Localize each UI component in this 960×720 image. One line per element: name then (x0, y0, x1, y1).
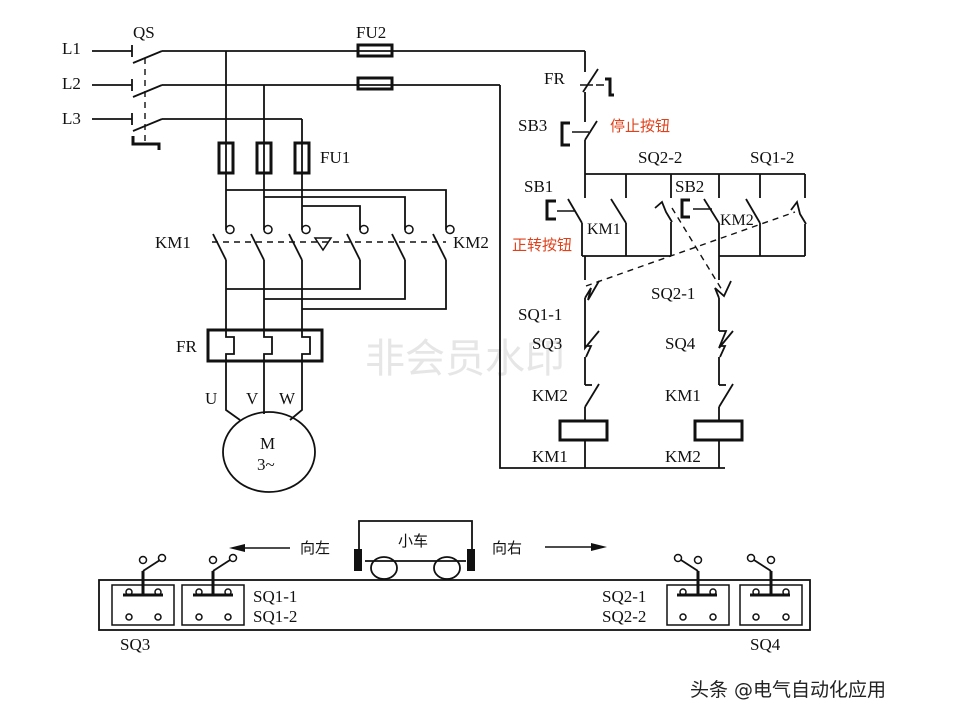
fuse-fu2-top (356, 43, 394, 58)
fuse-fu2-label: FU2 (356, 23, 386, 42)
aux-contact-km1 (610, 198, 627, 256)
limit-switch-sq4 (718, 330, 734, 358)
fuse-fu1-label: FU1 (320, 148, 350, 167)
contactor-km1-label: KM1 (155, 233, 191, 252)
fuse-fu1 (217, 141, 311, 175)
interlock-contact-km1 (718, 383, 734, 408)
limit-switch-sq2-2 (654, 200, 673, 256)
line-label-l3: L3 (62, 109, 81, 128)
direction-right-label: 向右 (492, 539, 522, 557)
aux-contact-km2 (745, 198, 761, 256)
rail (98, 579, 811, 631)
fuse-fu2-bottom (356, 76, 394, 91)
mechanical-interlock-icon (313, 237, 333, 252)
contactor-km2-main (346, 224, 455, 261)
coil-km2-label: KM2 (665, 447, 701, 466)
terminal-u: U (205, 389, 217, 408)
overload-contact-fr (580, 68, 614, 97)
line-label-l1: L1 (62, 39, 81, 58)
terminal-v: V (246, 389, 259, 408)
direction-left-label: 向左 (300, 539, 330, 557)
limit-switch-box-sq4 (739, 553, 803, 626)
contactor-km1-main (212, 224, 311, 261)
limit-switch-sq1-2 (790, 199, 807, 256)
terminal-w: W (279, 389, 296, 408)
overload-contact-label: FR (544, 69, 565, 88)
aux-contact-km1-label: KM1 (587, 221, 621, 238)
arrow-left-icon (229, 544, 245, 552)
layout-sq3-label: SQ3 (120, 635, 150, 654)
reverse-button-label: SB2 (675, 177, 704, 196)
limit-sq2-2-label: SQ2-2 (638, 148, 682, 167)
interlock-contact-km2 (584, 383, 600, 408)
reverse-button-sb2 (680, 198, 720, 256)
line-label-l2: L2 (62, 74, 81, 93)
power-circuit: L1 L2 L3 QS (62, 23, 585, 493)
forward-button-label: SB1 (524, 177, 553, 196)
stop-button-sb3 (560, 120, 598, 147)
interlock-km2-label: KM2 (532, 386, 568, 405)
forward-button-sb1 (545, 198, 583, 256)
brand-credit: 头条 @电气自动化应用 (690, 679, 886, 701)
coil-km1 (558, 419, 609, 442)
motor-label: M (260, 434, 275, 453)
coil-km2 (693, 419, 744, 442)
main-switch-label: QS (133, 23, 155, 42)
motor-phase: 3~ (257, 455, 275, 474)
layout-sq4-label: SQ4 (750, 635, 781, 654)
limit-sq1-2-label: SQ1-2 (750, 148, 794, 167)
interlock-km1-label: KM1 (665, 386, 701, 405)
limit-sq4-label: SQ4 (665, 334, 696, 353)
thermal-relay-label: FR (176, 337, 197, 356)
contactor-km2-label: KM2 (453, 233, 489, 252)
watermark-text: 非会员水印 (365, 336, 565, 382)
layout-sq1-1-label: SQ1-1 (253, 587, 297, 606)
limit-switch-sq1-1 (584, 280, 600, 301)
cart-icon (354, 520, 475, 580)
limit-sq3-label: SQ3 (532, 334, 562, 353)
main-switch-qs (92, 45, 585, 150)
layout-sq2-1-label: SQ2-1 (602, 587, 646, 606)
limit-switch-box-sq3 (111, 553, 175, 626)
control-circuit: FU2 FR SB3 停止按钮 SQ2-2 SQ1-2 (356, 23, 807, 469)
coil-km1-label: KM1 (532, 447, 568, 466)
motor-icon (222, 411, 316, 493)
aux-contact-km2-label: KM2 (720, 212, 754, 229)
stop-button-label: SB3 (518, 116, 547, 135)
forward-button-note: 正转按钮 (512, 236, 572, 254)
thermal-relay-fr (206, 328, 324, 363)
limit-switch-sq2-1 (714, 280, 732, 299)
limit-sq2-1-label: SQ2-1 (651, 284, 695, 303)
limit-switch-sq3 (584, 330, 600, 358)
cart-label: 小车 (398, 532, 428, 550)
arrow-right-icon (591, 543, 607, 551)
layout-sq2-2-label: SQ2-2 (602, 607, 646, 626)
layout-sq1-2-label: SQ1-2 (253, 607, 297, 626)
cart-layout: 小车 向左 向右 (98, 520, 811, 654)
limit-switch-box-sq2 (666, 553, 730, 626)
limit-switch-box-sq1 (181, 553, 245, 626)
stop-button-note: 停止按钮 (610, 117, 670, 135)
limit-sq1-1-label: SQ1-1 (518, 305, 562, 324)
